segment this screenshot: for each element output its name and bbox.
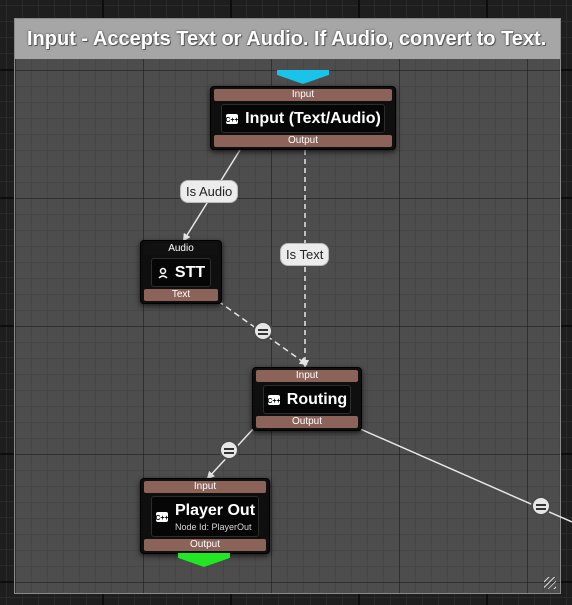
wire-label-is-text[interactable]: Is Text [280, 243, 330, 266]
reroute-node-player[interactable] [219, 440, 239, 460]
resize-grip-icon[interactable] [544, 577, 556, 589]
node-player-out[interactable]: Input C++ Player Out Node Id: PlayerOut … [140, 478, 270, 554]
output-pin[interactable]: Output [214, 135, 392, 147]
input-pin[interactable]: Input [256, 370, 358, 382]
svg-text:C++: C++ [155, 515, 168, 522]
node-input-title: Input (Text/Audio) [245, 109, 381, 127]
comment-title: Input - Accepts Text or Audio. If Audio,… [27, 28, 547, 50]
svg-text:C++: C++ [267, 398, 280, 405]
input-pin[interactable]: Input [144, 481, 266, 493]
speech-icon [157, 267, 169, 279]
node-input-text-audio[interactable]: Input C++ Input (Text/Audio) Output [210, 86, 396, 150]
node-stt-body[interactable]: STT [151, 258, 211, 287]
output-pin[interactable]: Output [144, 539, 266, 551]
input-pin[interactable]: Input [214, 89, 392, 101]
function-icon: C++ [267, 394, 281, 406]
function-icon: C++ [225, 113, 239, 125]
text-pin[interactable]: Text [144, 289, 218, 301]
function-icon: C++ [155, 511, 169, 523]
node-player-out-title: Player Out [174, 501, 256, 519]
node-player-out-body[interactable]: C++ Player Out Node Id: PlayerOut [151, 496, 259, 537]
node-stt[interactable]: Audio STT Text [140, 240, 222, 304]
node-routing[interactable]: Input C++ Routing Output [252, 367, 362, 431]
node-routing-title: Routing [286, 390, 348, 408]
svg-text:C++: C++ [226, 117, 239, 124]
node-routing-body[interactable]: C++ Routing [263, 385, 351, 414]
node-stt-title: STT [174, 263, 206, 281]
wire-label-is-audio[interactable]: Is Audio [180, 180, 239, 203]
node-id-text: Node Id: PlayerOut [174, 521, 252, 532]
reroute-node-offscreen[interactable] [531, 496, 551, 516]
comment-header[interactable]: Input - Accepts Text or Audio. If Audio,… [15, 19, 560, 59]
node-input-body[interactable]: C++ Input (Text/Audio) [221, 104, 385, 133]
audio-pin[interactable]: Audio [144, 243, 218, 255]
reroute-node-stt[interactable] [253, 321, 273, 341]
output-pin[interactable]: Output [256, 416, 358, 428]
